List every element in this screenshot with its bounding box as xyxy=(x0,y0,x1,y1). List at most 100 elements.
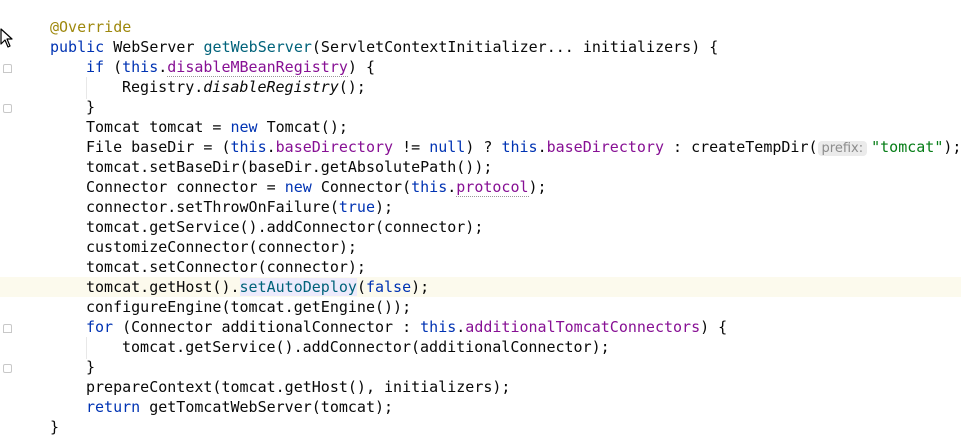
code-line[interactable]: } xyxy=(0,97,961,117)
code-token: baseDirectory xyxy=(546,138,664,156)
code-line[interactable]: tomcat.setBaseDir(baseDir.getAbsolutePat… xyxy=(0,157,961,177)
code-token: } xyxy=(86,98,96,116)
code-token: "tomcat" xyxy=(871,138,944,156)
code-token: tomcat.setBaseDir(baseDir.getAbsolutePat… xyxy=(86,158,493,176)
code-token: ); xyxy=(943,138,961,156)
code-token: getWebServer xyxy=(203,38,312,56)
code-line[interactable]: tomcat.setConnector(connector); xyxy=(0,257,961,277)
code-token: public xyxy=(50,38,114,56)
code-token: . xyxy=(447,178,457,196)
code-token: baseDirectory xyxy=(275,138,394,156)
code-line-text: @Override xyxy=(50,17,131,37)
code-line-text: configureEngine(tomcat.getEngine()); xyxy=(86,297,411,317)
code-line-text: if (this.disableMBeanRegistry) { xyxy=(86,57,375,77)
code-line-text: customizeConnector(connector); xyxy=(86,237,357,257)
code-token: Tomcat(); xyxy=(266,118,348,136)
code-token: if xyxy=(86,58,114,76)
code-line[interactable]: return getTomcatWebServer(tomcat); xyxy=(0,397,961,417)
code-token: getTomcatWebServer(tomcat); xyxy=(149,398,394,416)
code-line-text: Tomcat tomcat = new Tomcat(); xyxy=(86,117,348,137)
code-line[interactable]: File baseDir = (this.baseDirectory != nu… xyxy=(0,137,961,157)
fold-marker-icon[interactable] xyxy=(3,64,12,73)
code-line[interactable]: } xyxy=(0,417,961,437)
fold-marker-icon[interactable] xyxy=(3,364,12,373)
code-token: this xyxy=(411,178,448,196)
code-line[interactable]: if (this.disableMBeanRegistry) { xyxy=(0,57,961,77)
code-token: File baseDir = ( xyxy=(86,138,231,156)
code-token: null xyxy=(429,138,466,156)
code-line[interactable]: } xyxy=(0,357,961,377)
code-line-text: tomcat.getService().addConnector(connect… xyxy=(86,217,483,237)
code-token: new xyxy=(284,178,321,196)
code-token: protocol xyxy=(456,178,529,197)
mouse-pointer-icon xyxy=(0,28,13,48)
code-token: @Override xyxy=(50,18,132,36)
code-token: disableRegistry xyxy=(203,78,339,96)
indent-guide xyxy=(86,77,87,99)
code-line[interactable]: connector.setThrowOnFailure(true); xyxy=(0,197,961,217)
code-token: tomcat.setConnector(connector); xyxy=(86,258,366,276)
parameter-hint: prefix: xyxy=(817,141,868,156)
code-token: true xyxy=(338,198,375,216)
code-token: this xyxy=(501,138,538,156)
code-token: tomcat.getHost(). xyxy=(86,278,240,296)
code-line-text: } xyxy=(86,357,95,377)
code-token: disableMBeanRegistry xyxy=(167,58,348,77)
code-line[interactable]: Connector connector = new Connector(this… xyxy=(0,177,961,197)
indent-guide xyxy=(86,337,87,359)
code-token: connector.setThrowOnFailure( xyxy=(86,198,339,216)
code-line-text: connector.setThrowOnFailure(true); xyxy=(86,197,393,217)
code-line[interactable]: tomcat.getService().addConnector(additio… xyxy=(0,337,961,357)
code-line-text: tomcat.getHost().setAutoDeploy(false); xyxy=(86,277,429,297)
code-token: (Connector additionalConnector : xyxy=(122,318,421,336)
code-line-text: prepareContext(tomcat.getHost(), initial… xyxy=(86,377,510,397)
code-line[interactable]: prepareContext(tomcat.getHost(), initial… xyxy=(0,377,961,397)
code-line[interactable]: @Override xyxy=(0,17,961,37)
code-token: Connector connector = xyxy=(86,178,285,196)
code-token: Tomcat tomcat = xyxy=(86,118,231,136)
code-line[interactable]: Registry.disableRegistry(); xyxy=(0,77,961,97)
code-token: additionalTomcatConnectors xyxy=(465,318,701,336)
code-line-text: tomcat.setConnector(connector); xyxy=(86,257,366,277)
code-line[interactable]: configureEngine(tomcat.getEngine()); xyxy=(0,297,961,317)
code-token: ); xyxy=(375,198,394,216)
code-line-text: for (Connector additionalConnector : thi… xyxy=(86,317,727,337)
code-line[interactable]: customizeConnector(connector); xyxy=(0,237,961,257)
code-token: (ServletContextInitializer... initialize… xyxy=(311,38,719,56)
code-line[interactable]: public WebServer getWebServer(ServletCon… xyxy=(0,37,961,57)
code-token: Registry. xyxy=(122,78,204,96)
code-token: this xyxy=(230,138,267,156)
code-line[interactable]: for (Connector additionalConnector : thi… xyxy=(0,317,961,337)
code-line-text: Connector connector = new Connector(this… xyxy=(86,177,547,197)
code-token: WebServer xyxy=(113,38,204,56)
code-token: tomcat.getService().addConnector(additio… xyxy=(122,338,610,356)
fold-marker-icon[interactable] xyxy=(3,324,12,333)
code-line-text: public WebServer getWebServer(ServletCon… xyxy=(50,37,718,57)
code-token: } xyxy=(86,358,96,376)
code-token: } xyxy=(50,418,60,436)
code-line-text: File baseDir = (this.baseDirectory != nu… xyxy=(86,137,961,159)
code-token: false xyxy=(365,278,412,296)
code-token: . xyxy=(158,58,168,76)
code-line-text: tomcat.setBaseDir(baseDir.getAbsolutePat… xyxy=(86,157,492,177)
code-token: for xyxy=(86,318,123,336)
code-token: ) { xyxy=(347,58,375,76)
fold-marker-icon[interactable] xyxy=(3,104,12,113)
code-token: ); xyxy=(411,278,430,296)
code-line[interactable]: tomcat.getService().addConnector(connect… xyxy=(0,217,961,237)
code-line-text: tomcat.getService().addConnector(additio… xyxy=(122,337,610,357)
code-token: configureEngine(tomcat.getEngine()); xyxy=(86,298,412,316)
code-token: ) { xyxy=(700,318,728,336)
code-token: . xyxy=(266,138,276,156)
code-token: ( xyxy=(356,278,366,296)
code-token: tomcat.getService().addConnector(connect… xyxy=(86,218,484,236)
code-token: this xyxy=(122,58,159,76)
code-line[interactable]: Tomcat tomcat = new Tomcat(); xyxy=(0,117,961,137)
code-token: prepareContext(tomcat.getHost(), initial… xyxy=(86,378,511,396)
editor-gutter[interactable] xyxy=(0,0,16,446)
code-line[interactable]: tomcat.getHost().setAutoDeploy(false); xyxy=(0,277,961,297)
code-token: : createTempDir( xyxy=(664,138,818,156)
code-token: ) ? xyxy=(465,138,502,156)
code-token: setAutoDeploy xyxy=(239,278,357,296)
